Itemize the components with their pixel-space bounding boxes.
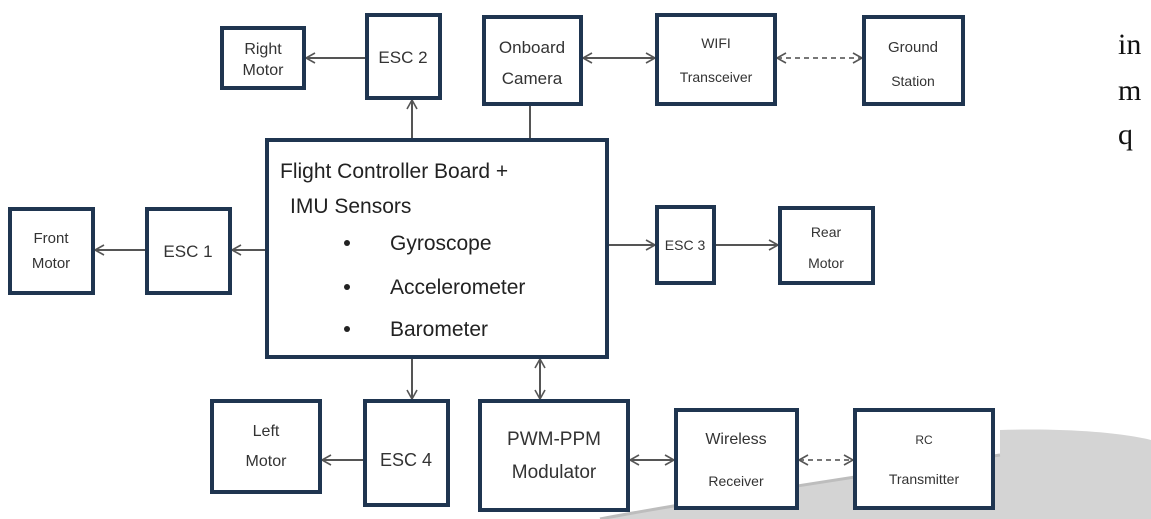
block-label: Rear [811, 224, 842, 240]
side-text-line: q [1118, 118, 1133, 151]
block-label: ESC 2 [378, 48, 427, 67]
block-front-motor: Front Motor [8, 207, 95, 295]
block-left-motor: Left Motor [210, 399, 322, 494]
block-pwm-ppm-modulator: PWM-PPM Modulator [478, 399, 630, 512]
block-label: Transmitter [889, 471, 960, 487]
block-esc1: ESC 1 [145, 207, 232, 295]
block-label: Motor [808, 255, 844, 271]
block-label: Ground [888, 39, 938, 56]
block-label: ESC 4 [380, 450, 432, 470]
block-wireless-receiver: Wireless Receiver [674, 408, 799, 510]
block-label: Motor [246, 453, 288, 470]
block-onboard-camera: Onboard Camera [482, 15, 583, 106]
block-esc3: ESC 3 [655, 205, 716, 285]
block-rc-transmitter: RC Transmitter [853, 408, 995, 510]
sensor-item: Barometer [390, 318, 488, 341]
block-label: Receiver [708, 473, 764, 489]
block-label: Modulator [512, 462, 597, 483]
block-label: Onboard [499, 38, 565, 57]
block-wifi-transceiver: WIFI Transceiver [655, 13, 777, 106]
block-label: Left [253, 423, 280, 440]
fc-subtitle: IMU Sensors [290, 195, 411, 218]
block-label: Station [891, 73, 935, 89]
fc-title: Flight Controller Board + [280, 160, 508, 183]
block-label: ESC 1 [163, 242, 212, 261]
block-label: Motor [32, 255, 70, 272]
block-rear-motor: Rear Motor [778, 206, 875, 285]
sensor-item: Gyroscope [390, 232, 492, 255]
block-label: Camera [502, 69, 563, 88]
block-esc2: ESC 2 [365, 13, 442, 100]
block-label: Motor [243, 62, 285, 79]
block-label: ESC 3 [665, 237, 706, 253]
sensor-item: Accelerometer [390, 276, 525, 299]
block-ground-station: Ground Station [862, 15, 965, 106]
block-label: Transceiver [680, 69, 753, 85]
block-label: Front [33, 230, 69, 247]
block-label: Wireless [705, 431, 766, 448]
block-label: Right [244, 41, 282, 58]
block-flight-controller: Flight Controller Board + IMU Sensors Gy… [265, 138, 609, 359]
side-text-line: m [1118, 74, 1142, 107]
block-esc4: ESC 4 [363, 399, 450, 507]
block-right-motor: Right Motor [220, 26, 306, 90]
block-label: RC [915, 433, 933, 447]
block-label: WIFI [701, 35, 731, 51]
block-label: PWM-PPM [507, 429, 601, 450]
side-text-line: in [1118, 28, 1142, 61]
